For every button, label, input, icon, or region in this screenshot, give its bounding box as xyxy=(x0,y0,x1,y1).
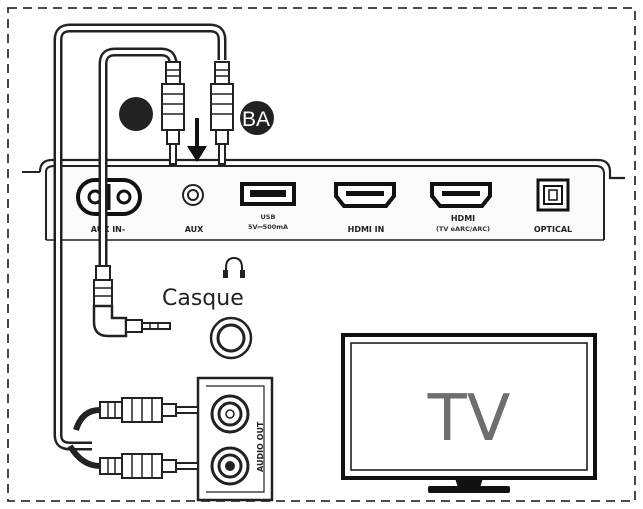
aux-jack-cable xyxy=(98,47,178,270)
usb-label: USB xyxy=(261,213,276,221)
hdmi-in-label: HDMI IN xyxy=(348,225,385,234)
audio-out-label: AUDIO OUT xyxy=(256,421,265,472)
hdmi-in-port xyxy=(334,182,396,208)
headphones-icon xyxy=(223,256,245,278)
tv-label: TV xyxy=(427,382,511,456)
aux-label: AUX xyxy=(185,225,204,234)
audio-out-panel xyxy=(196,376,274,502)
hdmi-arc-label: HDMI xyxy=(451,214,475,223)
down-arrow-icon xyxy=(187,118,207,162)
optical-port xyxy=(536,178,570,212)
tv-icon xyxy=(341,333,597,493)
hdmi-arc-port xyxy=(430,182,492,208)
dashed-frame xyxy=(7,7,636,502)
rca-plug-bottom-bottom xyxy=(67,444,199,479)
badge-b xyxy=(240,101,274,135)
rca-cable xyxy=(53,23,227,451)
badge-a xyxy=(119,97,153,131)
rca-plug-bottom-top xyxy=(73,397,199,431)
headphone-socket xyxy=(209,316,253,360)
hdmi-arc-sublabel: (TV eARC/ARC) xyxy=(436,225,490,233)
aux-in-port xyxy=(76,178,142,216)
aux-in-label: AUX IN- xyxy=(91,225,125,234)
rca-plug-left xyxy=(161,61,185,165)
rca-plug-right xyxy=(210,61,234,165)
optical-label: OPTICAL xyxy=(534,225,572,234)
aux-port xyxy=(182,184,204,206)
usb-port xyxy=(240,182,296,206)
headphone-jack-plug xyxy=(92,265,171,338)
headphone-label: Casque xyxy=(162,286,244,311)
usb-spec-label: 5V⎓500mA xyxy=(248,223,288,231)
badge-b-label: BA xyxy=(242,108,270,131)
